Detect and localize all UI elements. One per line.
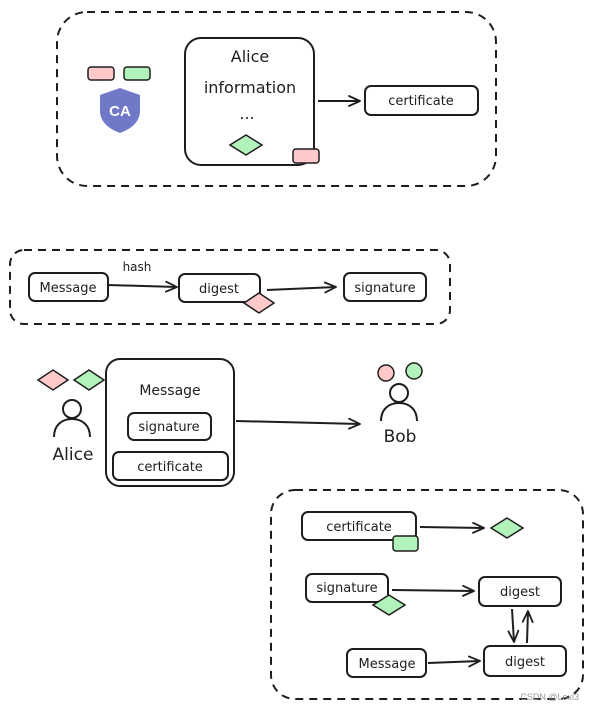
verify-public-key-diamond	[371, 594, 407, 616]
verify-message-label: Message	[359, 657, 416, 672]
send-arrow	[235, 417, 361, 430]
extracted-public-key-diamond	[489, 517, 525, 539]
alice-public-key-diamond	[228, 134, 264, 156]
verify-message-box	[346, 648, 427, 678]
message-label: Message	[40, 281, 97, 296]
verify-signature-label: signature	[316, 581, 377, 596]
decrypt-arrow	[391, 584, 475, 597]
encrypt-arrow	[266, 281, 337, 294]
digest-label: digest	[199, 282, 239, 297]
alice-info-title: Alice	[231, 47, 269, 66]
ca-label: CA	[109, 103, 131, 120]
digest-box	[178, 273, 261, 303]
ca-private-key	[87, 66, 115, 81]
signature-box	[343, 272, 427, 302]
verify-signature-box	[305, 573, 389, 603]
decrypted-digest-box	[478, 576, 562, 607]
signing-panel: Message hash digest signature	[9, 249, 451, 325]
bob-public-key	[405, 362, 423, 380]
alice-public-key	[72, 369, 106, 391]
verify-certificate-box	[301, 511, 417, 541]
envelope-title: Message	[139, 383, 200, 399]
extract-public-key-arrow	[419, 521, 485, 534]
envelope-certificate-label: certificate	[137, 460, 203, 475]
certificate-label: certificate	[388, 94, 454, 109]
ca-public-key	[123, 66, 151, 81]
bob-name: Bob	[384, 427, 417, 447]
watermark: CSDN @Lexl3	[520, 692, 579, 702]
alice-info-ellipsis: ...	[239, 104, 254, 123]
hash-label: hash	[123, 260, 152, 274]
alice-private-key	[36, 369, 70, 391]
shield-icon: CA	[100, 88, 140, 133]
bob-private-key	[377, 364, 395, 382]
bob-person-icon	[380, 383, 418, 422]
envelope-signature-box	[127, 412, 212, 441]
verify-certificate-label: certificate	[326, 520, 392, 535]
alice-information-card	[184, 37, 315, 166]
alice-person-icon	[53, 399, 91, 438]
certificate-box	[364, 85, 479, 116]
signing-panel-border	[9, 249, 451, 325]
alice-private-key-diamond	[242, 292, 276, 314]
envelope-signature-label: signature	[138, 420, 199, 435]
ca-panel: CA Alice information ... certificate	[56, 11, 497, 187]
computed-digest-label: digest	[505, 655, 545, 670]
compare-arrow-up	[521, 610, 534, 644]
rehash-arrow	[427, 655, 481, 668]
signature-label: signature	[354, 281, 415, 296]
compare-arrow-down	[507, 608, 520, 643]
computed-digest-box	[483, 645, 567, 677]
alice-name: Alice	[53, 445, 94, 465]
decrypted-digest-label: digest	[500, 585, 540, 600]
alice-info-subtitle: information	[204, 78, 296, 97]
hash-arrow	[107, 280, 178, 293]
ca-signature-stamp	[292, 148, 320, 164]
message-box	[28, 272, 109, 302]
verification-panel: certificate signature digest Message dig…	[270, 489, 584, 700]
envelope-certificate-box	[112, 451, 229, 481]
ca-panel-border	[56, 11, 497, 187]
verification-panel-border	[270, 489, 584, 700]
verify-ca-stamp	[392, 535, 419, 552]
sending-panel: Alice Message signature certificate Bob	[36, 358, 423, 487]
